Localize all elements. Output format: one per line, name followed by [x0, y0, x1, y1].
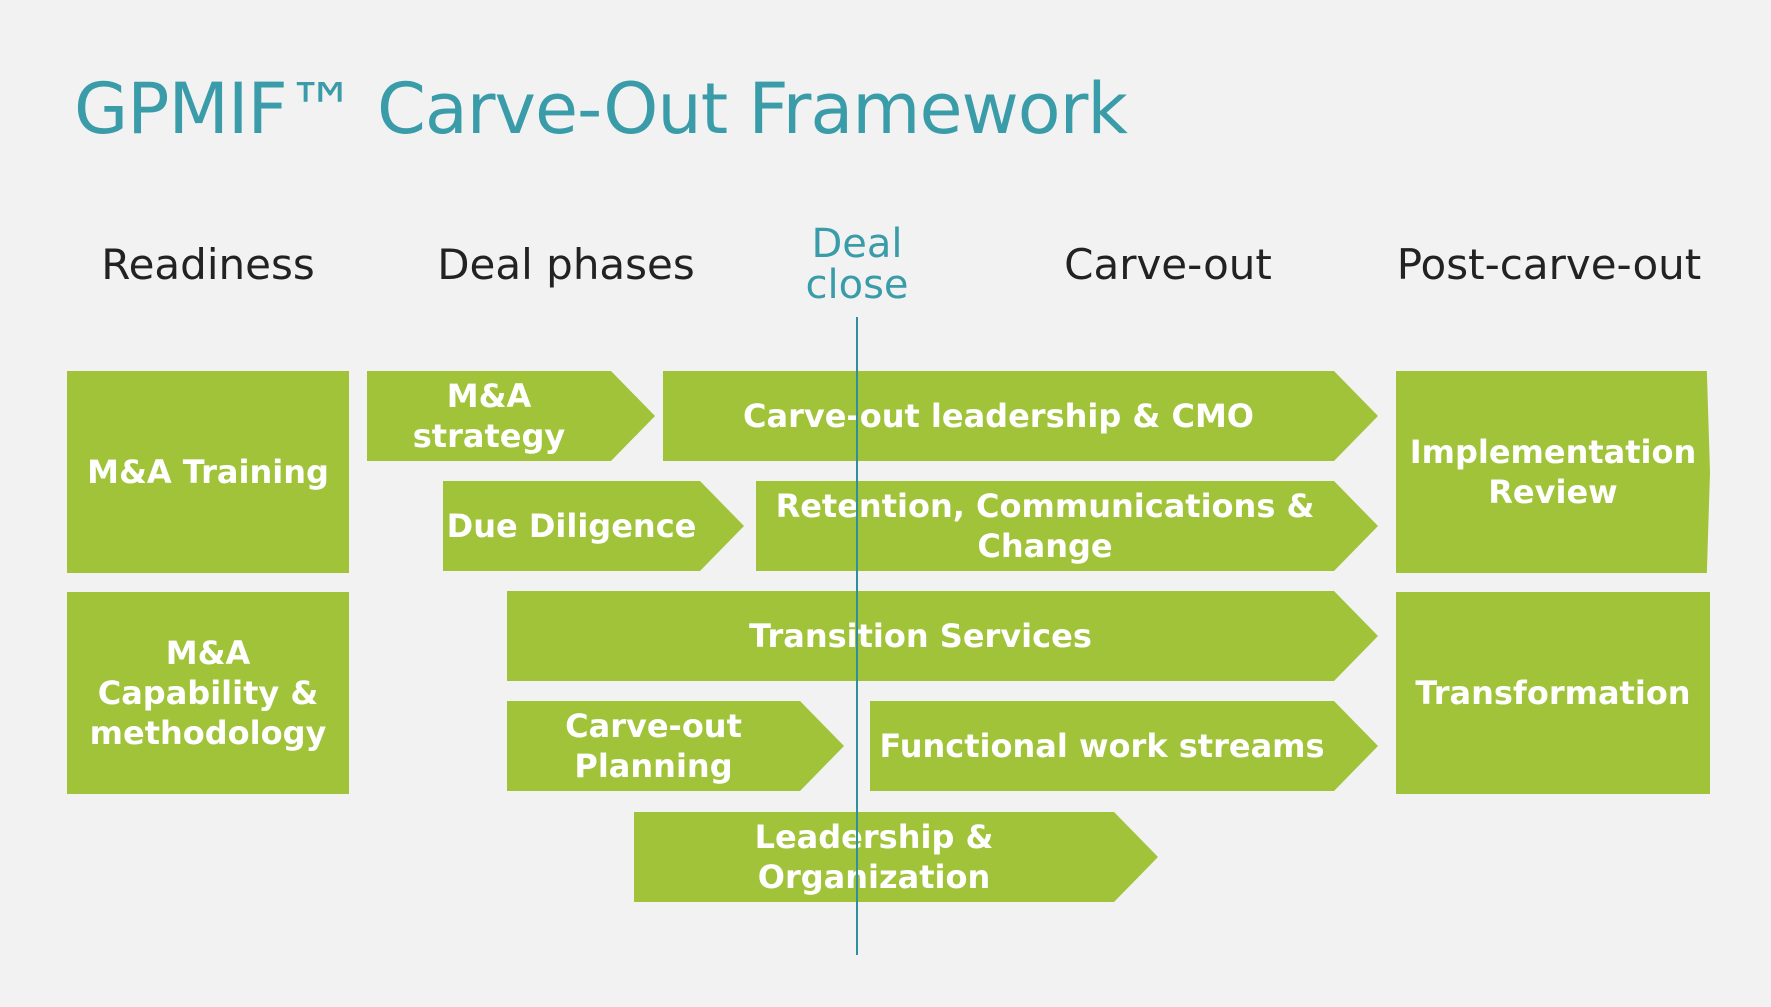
- arrow-ma-strategy: M&A strategy: [367, 371, 655, 461]
- arrow-ma-strategy-label: M&A strategy: [412, 377, 566, 455]
- deal-close-line1: Deal: [811, 221, 903, 267]
- box-ma-training: M&A Training: [67, 371, 349, 573]
- box-transformation: Transformation: [1396, 592, 1710, 794]
- box-ma-capability-line3: methodology: [89, 714, 327, 752]
- arrow-transition-services-label: Transition Services: [749, 617, 1092, 655]
- box-implementation-review-line1: Implementation: [1409, 433, 1697, 471]
- arrow-retention-line1: Retention, Communications &: [775, 487, 1315, 525]
- arrow-retention-line2: Change: [977, 527, 1113, 565]
- arrow-transition-services: Transition Services: [507, 591, 1378, 681]
- box-ma-capability: M&A Capability & methodology: [67, 592, 349, 794]
- box-transformation-label: Transformation: [1415, 674, 1691, 712]
- box-ma-capability-line1: M&A: [165, 634, 251, 672]
- phase-deal-phases: Deal phases: [437, 240, 695, 289]
- arrow-carve-out-planning-line1: Carve-out: [565, 707, 742, 745]
- arrow-functional-work-streams: Functional work streams: [870, 701, 1378, 791]
- box-implementation-review: Implementation Review: [1396, 371, 1710, 573]
- arrow-leadership-organization-label: Leadership & Organization: [754, 818, 994, 896]
- arrow-carve-out-planning-line2: Planning: [574, 747, 733, 785]
- phase-post-carve-out: Post-carve-out: [1396, 240, 1702, 289]
- arrow-functional-work-streams-label: Functional work streams: [879, 727, 1325, 765]
- box-ma-capability-line2: Capability &: [97, 674, 319, 712]
- box-ma-training-label: M&A Training: [87, 453, 329, 491]
- page-title: GPMIF™ Carve-Out Framework: [74, 68, 1128, 150]
- arrow-due-diligence-label: Due Diligence: [446, 507, 697, 545]
- deal-close-line: [856, 317, 858, 955]
- arrow-carve-out-leadership: Carve-out leadership & CMO: [663, 371, 1378, 461]
- box-implementation-review-line2: Review: [1488, 473, 1618, 511]
- arrow-carve-out-planning: Carve-out Planning: [507, 701, 844, 791]
- arrow-due-diligence: Due Diligence: [443, 481, 744, 571]
- phase-readiness: Readiness: [101, 240, 315, 289]
- arrow-leadership-organization: Leadership & Organization: [634, 812, 1158, 902]
- phase-carve-out: Carve-out: [1064, 240, 1272, 289]
- deal-close-line2: close: [805, 262, 909, 308]
- arrow-carve-out-leadership-label: Carve-out leadership & CMO: [743, 397, 1254, 435]
- phase-deal-close: Deal close: [805, 224, 908, 306]
- arrow-retention: Retention, Communications & Change: [756, 481, 1378, 571]
